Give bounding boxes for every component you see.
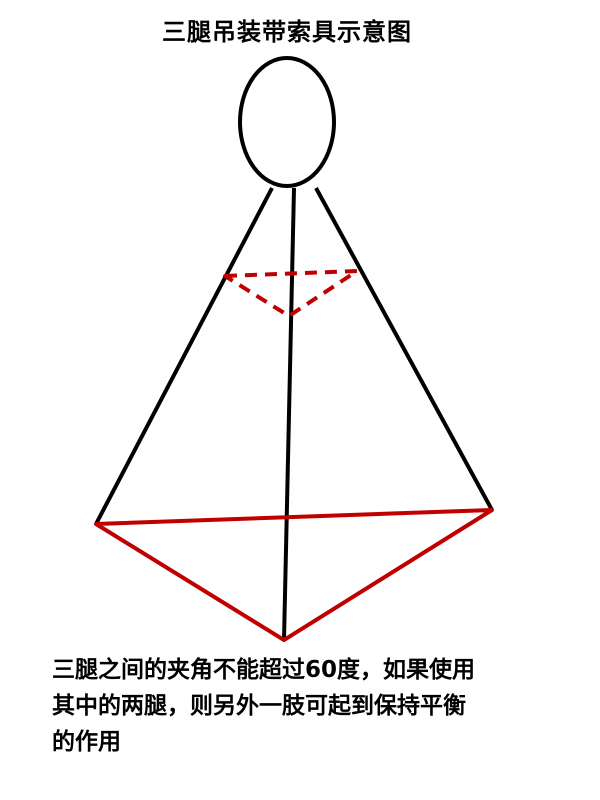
lifting-ring [238,56,336,188]
sling-leg-left [94,187,274,525]
sling-leg-right [314,187,494,511]
diagram-caption: 三腿之间的夹角不能超过60度，如果使用 其中的两腿，则另外一肢可起到保持平衡 的… [52,652,572,760]
caption-line-1: 三腿之间的夹角不能超过60度，如果使用 [52,657,476,683]
load-base-triangle [94,508,494,642]
diagram-title: 三腿吊装带索具示意图 [162,18,412,46]
caption-line-3: 的作用 [52,729,121,755]
sling-leg-center [282,187,296,641]
leg-angle-triangle [223,269,359,318]
caption-line-2: 其中的两腿，则另外一肢可起到保持平衡 [52,693,466,719]
